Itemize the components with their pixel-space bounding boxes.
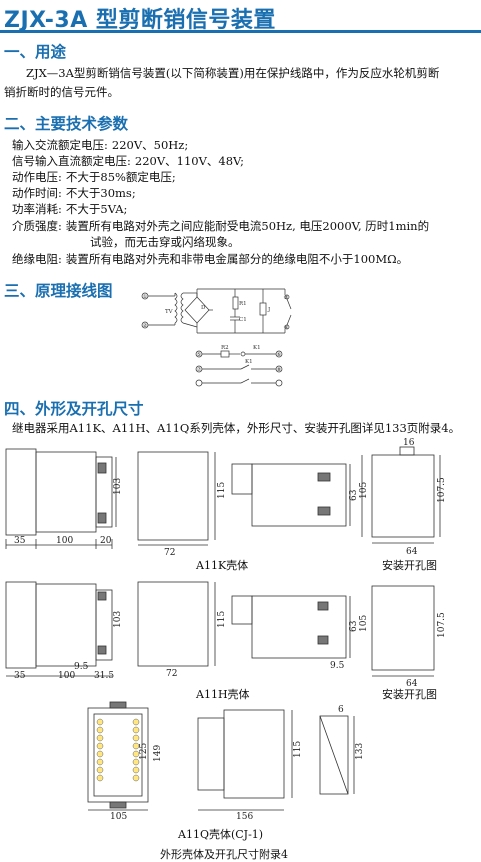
svg-text:20: 20 xyxy=(100,536,112,546)
svg-text:156: 156 xyxy=(236,812,253,822)
svg-text:①: ① xyxy=(143,293,148,300)
svg-text:②: ② xyxy=(143,322,148,329)
a11h-drawings: 35 100 9.5 31.5 103 72 115 63 9.5 105 64… xyxy=(5,581,447,689)
title-underline xyxy=(0,30,481,33)
svg-text:72: 72 xyxy=(166,669,177,679)
svg-text:R1: R1 xyxy=(239,301,247,307)
svg-text:35: 35 xyxy=(14,671,26,681)
purpose-line-1: ZJX—3A型剪断销信号装置(以下简称装置)用在保护线路中，作为反应水轮机剪断 xyxy=(26,66,440,80)
svg-text:D: D xyxy=(201,305,206,311)
svg-text:⑦: ⑦ xyxy=(197,366,202,373)
svg-text:K1: K1 xyxy=(253,345,261,351)
svg-text:115: 115 xyxy=(293,741,303,758)
svg-text:64: 64 xyxy=(406,547,418,557)
svg-text:63: 63 xyxy=(349,620,359,632)
a11k-drawings: 35 100 20 103 72 115 63 16 105 64 107.5 xyxy=(5,438,447,558)
section-heading-specs: 二、主要技术参数 xyxy=(4,115,129,133)
spec-row: 动作时间:不大于30ms; xyxy=(12,186,136,200)
purpose-line-2: 销折断时的信号元件。 xyxy=(4,85,119,99)
svg-text:⑥: ⑥ xyxy=(277,351,282,358)
svg-text:100: 100 xyxy=(58,671,75,681)
svg-text:35: 35 xyxy=(14,536,26,546)
svg-text:105: 105 xyxy=(359,615,369,632)
svg-text:K1: K1 xyxy=(245,359,253,365)
spec-row: 输入交流额定电压:220V、50Hz; xyxy=(12,138,189,152)
spec-row: 介质强度:装置所有电路对外壳之间应能耐受电流50Hz, 电压2000V, 历时1… xyxy=(12,219,430,233)
section-heading-purpose: 一、用途 xyxy=(4,43,67,61)
svg-text:6: 6 xyxy=(338,705,344,715)
a11h-caption: A11H壳体 xyxy=(196,688,250,701)
svg-text:72: 72 xyxy=(164,548,175,558)
svg-text:103: 103 xyxy=(113,611,123,628)
svg-text:J: J xyxy=(267,307,270,313)
a11k-caption: A11K壳体 xyxy=(196,559,249,572)
svg-text:115: 115 xyxy=(217,611,227,628)
svg-text:107.5: 107.5 xyxy=(437,612,447,638)
spec-row: 信号输入直流额定电压:220V、110V、48V; xyxy=(12,154,245,168)
a11h-install-caption: 安装开孔图 xyxy=(382,688,437,701)
a11q-caption: A11Q壳体(CJ-1) xyxy=(178,828,264,841)
spec-row: 绝缘电阻:装置所有电路对外壳和非带电金属部分的绝缘电阻不小于100MΩ。 xyxy=(12,252,409,266)
svg-text:105: 105 xyxy=(359,482,369,499)
svg-text:107.5: 107.5 xyxy=(437,477,447,503)
svg-text:125: 125 xyxy=(139,743,149,760)
svg-text:TV: TV xyxy=(165,309,174,315)
spec-row: 功率消耗:不大于5VA; xyxy=(12,202,128,216)
dimensions-text: 继电器采用A11K、A11H、A11Q系列壳体，外形尺寸、安装开孔图详见133页… xyxy=(12,421,461,435)
svg-text:9.5: 9.5 xyxy=(74,662,89,672)
svg-text:64: 64 xyxy=(406,679,418,689)
svg-text:C1: C1 xyxy=(239,317,247,323)
svg-text:④: ④ xyxy=(284,324,289,331)
svg-text:⑤: ⑤ xyxy=(197,351,202,358)
svg-text:149: 149 xyxy=(153,745,163,762)
svg-text:16: 16 xyxy=(403,438,415,448)
svg-text:9.5: 9.5 xyxy=(330,661,345,671)
svg-text:105: 105 xyxy=(110,812,127,822)
wiring-diagram: ① ② ③ ④ ⑤ ⑥ ⑦ ⑧ TV D R1 R2 C1 J K1 K1 xyxy=(141,288,292,387)
svg-text:31.5: 31.5 xyxy=(94,671,114,681)
appendix-caption: 外形壳体及开孔尺寸附录4 xyxy=(160,848,288,861)
a11q-drawings: 125 149 105 115 156 133 6 xyxy=(87,701,365,822)
svg-text:103: 103 xyxy=(113,478,123,495)
a11k-install-caption: 安装开孔图 xyxy=(382,559,437,572)
svg-text:115: 115 xyxy=(217,482,227,499)
svg-text:100: 100 xyxy=(56,536,73,546)
spec-row: 试验，而无击穿或闪络现象。 xyxy=(90,235,240,249)
svg-text:⑧: ⑧ xyxy=(277,366,282,373)
svg-text:③: ③ xyxy=(284,294,289,301)
spec-row: 动作电压:不大于85%额定电压; xyxy=(12,170,176,184)
section-heading-diagram: 三、原理接线图 xyxy=(4,282,113,300)
svg-text:63: 63 xyxy=(349,489,359,501)
page-title: ZJX-3A 型剪断销信号装置 xyxy=(4,8,276,33)
section-heading-dimensions: 四、外形及开孔尺寸 xyxy=(4,400,144,418)
svg-text:133: 133 xyxy=(355,743,365,760)
svg-text:R2: R2 xyxy=(221,345,229,351)
